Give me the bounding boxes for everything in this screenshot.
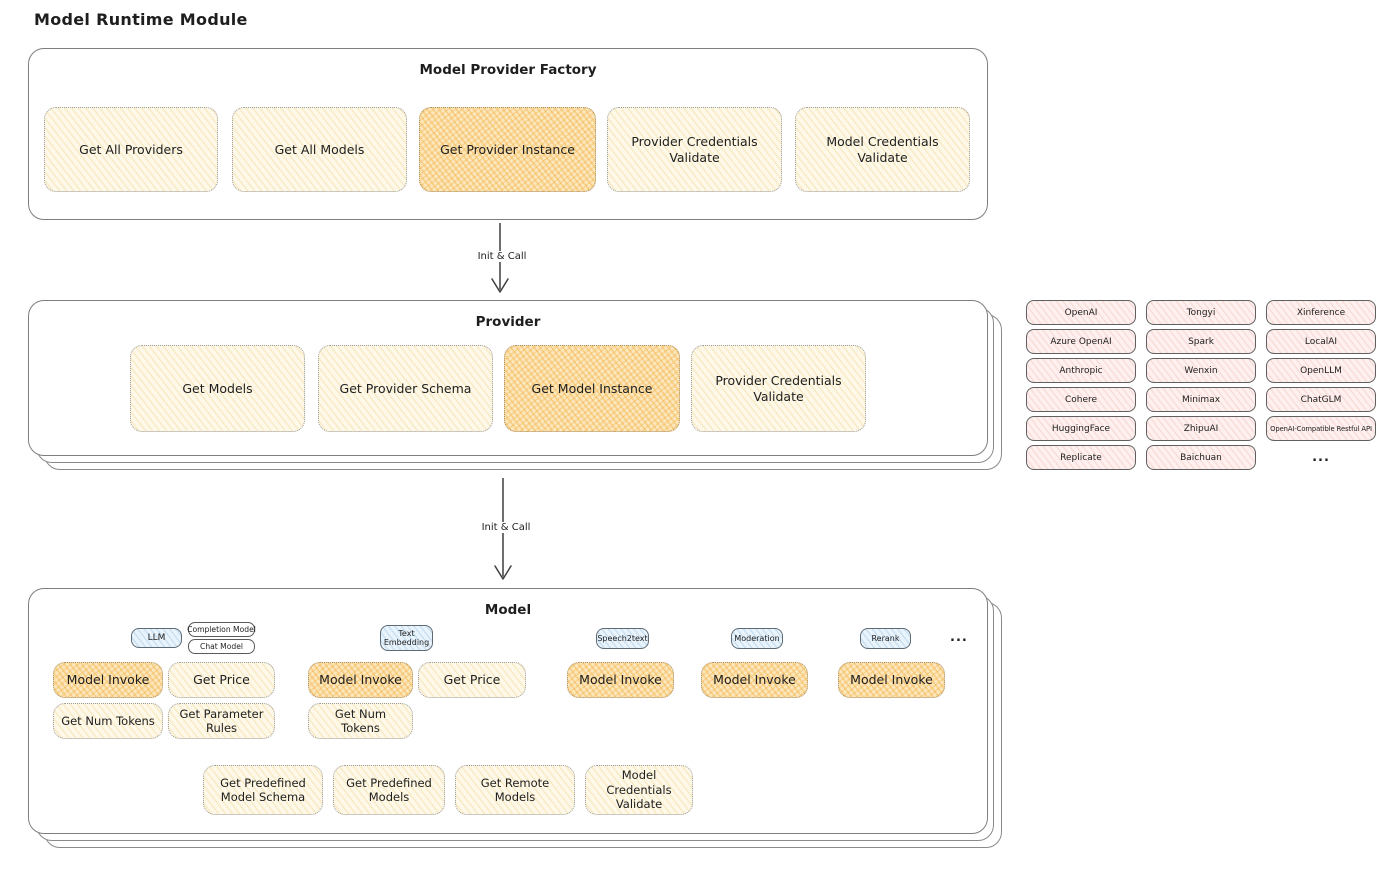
tabs-ellipsis: ... [950,630,968,645]
tab-speech2text: Speech2text [596,628,649,649]
registry-item-minimax: Minimax [1146,387,1256,412]
registry-item-zhipuai: ZhipuAI [1146,416,1256,441]
registry-item-azure-openai: Azure OpenAI [1026,329,1136,354]
node-get-provider-schema: Get Provider Schema [318,345,493,432]
node-get-model-instance: Get Model Instance [504,345,680,432]
node-get-all-models: Get All Models [232,107,407,192]
node-get-predefined-models: Get Predefined Models [333,765,445,815]
node-moderation-model-invoke: Model Invoke [701,662,808,698]
node-llm-model-invoke: Model Invoke [53,662,163,698]
registry-item-wenxin: Wenxin [1146,358,1256,383]
registry-item-tongyi: Tongyi [1146,300,1256,325]
registry-item-huggingface: HuggingFace [1026,416,1136,441]
page-title: Model Runtime Module [34,10,248,29]
node-provider-credentials-validate-2: Provider Credentials Validate [691,345,866,432]
tab-text-embedding: Text Embedding [380,625,433,651]
node-llm-get-parameter-rules: Get Parameter Rules [168,703,275,739]
factory-title: Model Provider Factory [419,62,597,78]
registry-item-openai: OpenAI [1026,300,1136,325]
model-title: Model [484,602,532,618]
node-speech2text-model-invoke: Model Invoke [567,662,674,698]
node-get-all-providers: Get All Providers [44,107,218,192]
node-get-remote-models: Get Remote Models [455,765,575,815]
arrow-label-init-call-1: Init & Call [468,251,536,262]
tab-llm: LLM [131,628,182,648]
registry-item-chatglm: ChatGLM [1266,387,1376,412]
provider-registry: OpenAI Tongyi Xinference Azure OpenAI Sp… [1026,300,1376,470]
registry-ellipsis: ... [1312,450,1330,465]
tag-chat-model: Chat Model [188,639,255,654]
node-model-credentials-validate: Model Credentials Validate [795,107,970,192]
node-llm-get-num-tokens: Get Num Tokens [53,703,163,739]
registry-item-cohere: Cohere [1026,387,1136,412]
node-rerank-model-invoke: Model Invoke [838,662,945,698]
tag-completion-model: Completion Model [187,622,256,637]
registry-item-localai: LocalAI [1266,329,1376,354]
node-provider-credentials-validate: Provider Credentials Validate [607,107,782,192]
node-get-provider-instance: Get Provider Instance [419,107,596,192]
node-get-predefined-model-schema: Get Predefined Model Schema [203,765,323,815]
node-embedding-get-price: Get Price [418,662,526,698]
arrow-label-init-call-2: Init & Call [472,522,540,533]
node-embedding-get-num-tokens: Get Num Tokens [308,703,413,739]
node-model-credentials-validate-bottom: Model Credentials Validate [585,765,693,815]
registry-item-spark: Spark [1146,329,1256,354]
node-llm-get-price: Get Price [168,662,275,698]
node-get-models: Get Models [130,345,305,432]
registry-item-replicate: Replicate [1026,445,1136,470]
tab-moderation: Moderation [731,628,783,649]
registry-item-xinference: Xinference [1266,300,1376,325]
registry-item-baichuan: Baichuan [1146,445,1256,470]
registry-item-anthropic: Anthropic [1026,358,1136,383]
tab-rerank: Rerank [860,628,911,649]
registry-item-openllm: OpenLLM [1266,358,1376,383]
provider-title: Provider [475,314,541,330]
node-embedding-model-invoke: Model Invoke [308,662,413,698]
registry-item-openai-compatible: OpenAI-Compatible Restful API [1266,416,1376,441]
